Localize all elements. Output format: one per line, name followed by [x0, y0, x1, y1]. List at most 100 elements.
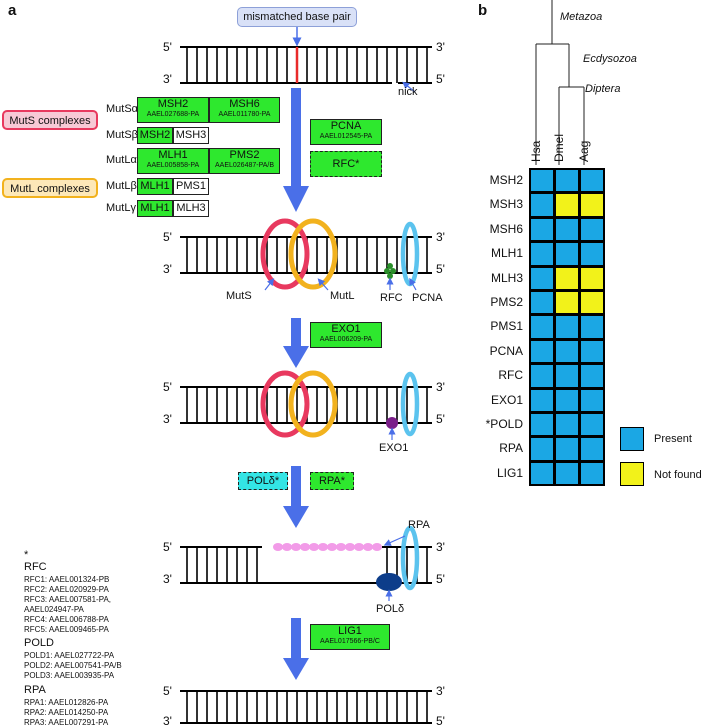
dna3-3p-top: 3': [436, 380, 445, 394]
presence-cell: [554, 338, 580, 365]
gene-label: RFC: [498, 368, 523, 383]
presence-cell: [579, 412, 605, 438]
rfc-box-label: RFC*: [332, 158, 360, 170]
muts-label: MutS: [226, 290, 252, 302]
presence-cell: [554, 290, 580, 316]
presence-cell: [579, 338, 605, 365]
step-arrow-2: [283, 318, 309, 368]
taxon-ecdysozoa: Ecdysozoa: [583, 53, 637, 65]
presence-cell: [579, 192, 605, 218]
step-arrow-1: [283, 88, 309, 212]
muts-ring: [260, 218, 310, 290]
gene-label: MLH1: [490, 246, 523, 261]
pcna-pointer: [409, 277, 417, 291]
mlh1-b-label: MLH1: [140, 180, 170, 192]
dna1-3p-top: 3': [436, 40, 445, 54]
footnote-rpa-1: RPA1: AAEL012826-PA: [24, 698, 109, 707]
msh2-box-b: MSH2: [137, 127, 173, 144]
msh6-label: MSH6: [229, 98, 260, 110]
footnote-rfc-3: RFC3: AAEL007581-PA,: [24, 595, 112, 604]
rpa-box-label: RPA*: [318, 475, 346, 487]
dna-duplex-5: [180, 690, 432, 724]
exo1-box-label: EXO1: [331, 323, 361, 335]
footnote-rfc-6: RFC5: AAEL009465-PA: [24, 625, 109, 634]
rfc-box: RFC*: [310, 151, 382, 177]
presence-cell: [529, 168, 555, 194]
pms2-box: PMS2 AAEL026487-PA/B: [209, 148, 280, 174]
dna4-3p-top: 3': [436, 540, 445, 554]
mlh1-box-b: MLH1: [137, 178, 173, 195]
dna4-3p-bottom: 3': [163, 572, 172, 586]
mlh3-label: MLH3: [176, 202, 206, 214]
mutl-ring-3: [288, 370, 338, 438]
gene-label: *POLD: [485, 417, 523, 431]
nick-label: nick: [398, 86, 418, 98]
step-arrow-3: [283, 466, 309, 528]
presence-cell: [529, 192, 555, 218]
pold-box: POLδ*: [238, 472, 288, 490]
presence-cell: [529, 290, 555, 316]
mlh1-box-g: MLH1: [137, 200, 173, 217]
species-aag: Aag: [577, 140, 591, 162]
msh2-b-label: MSH2: [139, 129, 171, 141]
presence-cell: [529, 436, 555, 462]
complex-name-mutsb: MutSβ: [106, 129, 139, 141]
presence-cell: [554, 412, 580, 438]
complex-name-mutlg: MutLγ: [106, 202, 136, 214]
presence-cell: [579, 387, 605, 413]
rfc-label: RFC: [380, 292, 403, 304]
complex-name-mutlb: MutLβ: [106, 180, 137, 192]
pms1-label: PMS1: [176, 180, 206, 192]
footnote-pold-2: POLD2: AAEL007541-PA/B: [24, 661, 122, 670]
gene-label: LIG1: [496, 465, 523, 480]
pms1-box: PMS1: [173, 178, 209, 195]
exo1-dot: [386, 417, 398, 429]
rpa-label: RPA: [408, 519, 430, 531]
dna5-5p-top: 5': [163, 684, 172, 698]
exo1-box: EXO1 AAEL006209-PA: [310, 322, 382, 348]
presence-cell: [579, 363, 605, 389]
nick-pointer: [402, 81, 416, 93]
presence-cell: [554, 192, 580, 218]
legend-notfound-label: Not found: [654, 469, 702, 481]
step-arrow-4: [283, 618, 309, 680]
gene-label: RPA: [499, 441, 523, 456]
mlh1-box: MLH1 AAEL005858-PA: [137, 148, 209, 174]
presence-cell: [554, 265, 580, 291]
species-hsa: Hsa: [529, 140, 543, 162]
presence-cell: [579, 241, 605, 267]
dna-duplex-1: [180, 46, 432, 84]
gene-label: MSH2: [489, 173, 523, 187]
presence-cell: [579, 265, 605, 291]
dna2-3p-top: 3': [436, 230, 445, 244]
msh2-label: MSH2: [157, 98, 189, 110]
taxon-metazoa: Metazoa: [560, 11, 603, 23]
gene-label: PMS1: [490, 319, 523, 334]
presence-cell: [579, 314, 605, 340]
presence-cell: [579, 168, 605, 194]
msh6-box: MSH6 AAEL011780-PA: [209, 97, 280, 123]
footnote-rpa-3: RPA3: AAEL007291-PA: [24, 718, 109, 727]
taxon-diptera: Diptera: [585, 83, 621, 95]
exo1-label: EXO1: [379, 442, 409, 454]
presence-cell: [579, 290, 605, 316]
msh2-id: AAEL027688-PA: [146, 111, 200, 118]
presence-cell: [554, 436, 580, 462]
presence-cell: [554, 363, 580, 389]
rpa-pointer: [383, 535, 406, 546]
presence-cell: [579, 216, 605, 243]
dna4-5p-top: 5': [163, 540, 172, 554]
gene-label: MLH3: [490, 270, 523, 285]
msh2-box: MSH2 AAEL027688-PA: [137, 97, 209, 123]
dna5-5p-bottom: 5': [436, 714, 445, 728]
muts-pointer: [264, 278, 275, 291]
panel-a-letter: a: [8, 2, 17, 19]
pcna-ring-2: [400, 221, 420, 287]
lig1-box-label: LIG1: [338, 625, 362, 637]
legend-notfound-swatch: [620, 462, 644, 486]
legend-present-label: Present: [654, 433, 692, 445]
presence-cell: [529, 338, 555, 365]
msh3-label: MSH3: [175, 129, 207, 141]
mutl-label: MutL: [330, 290, 355, 302]
